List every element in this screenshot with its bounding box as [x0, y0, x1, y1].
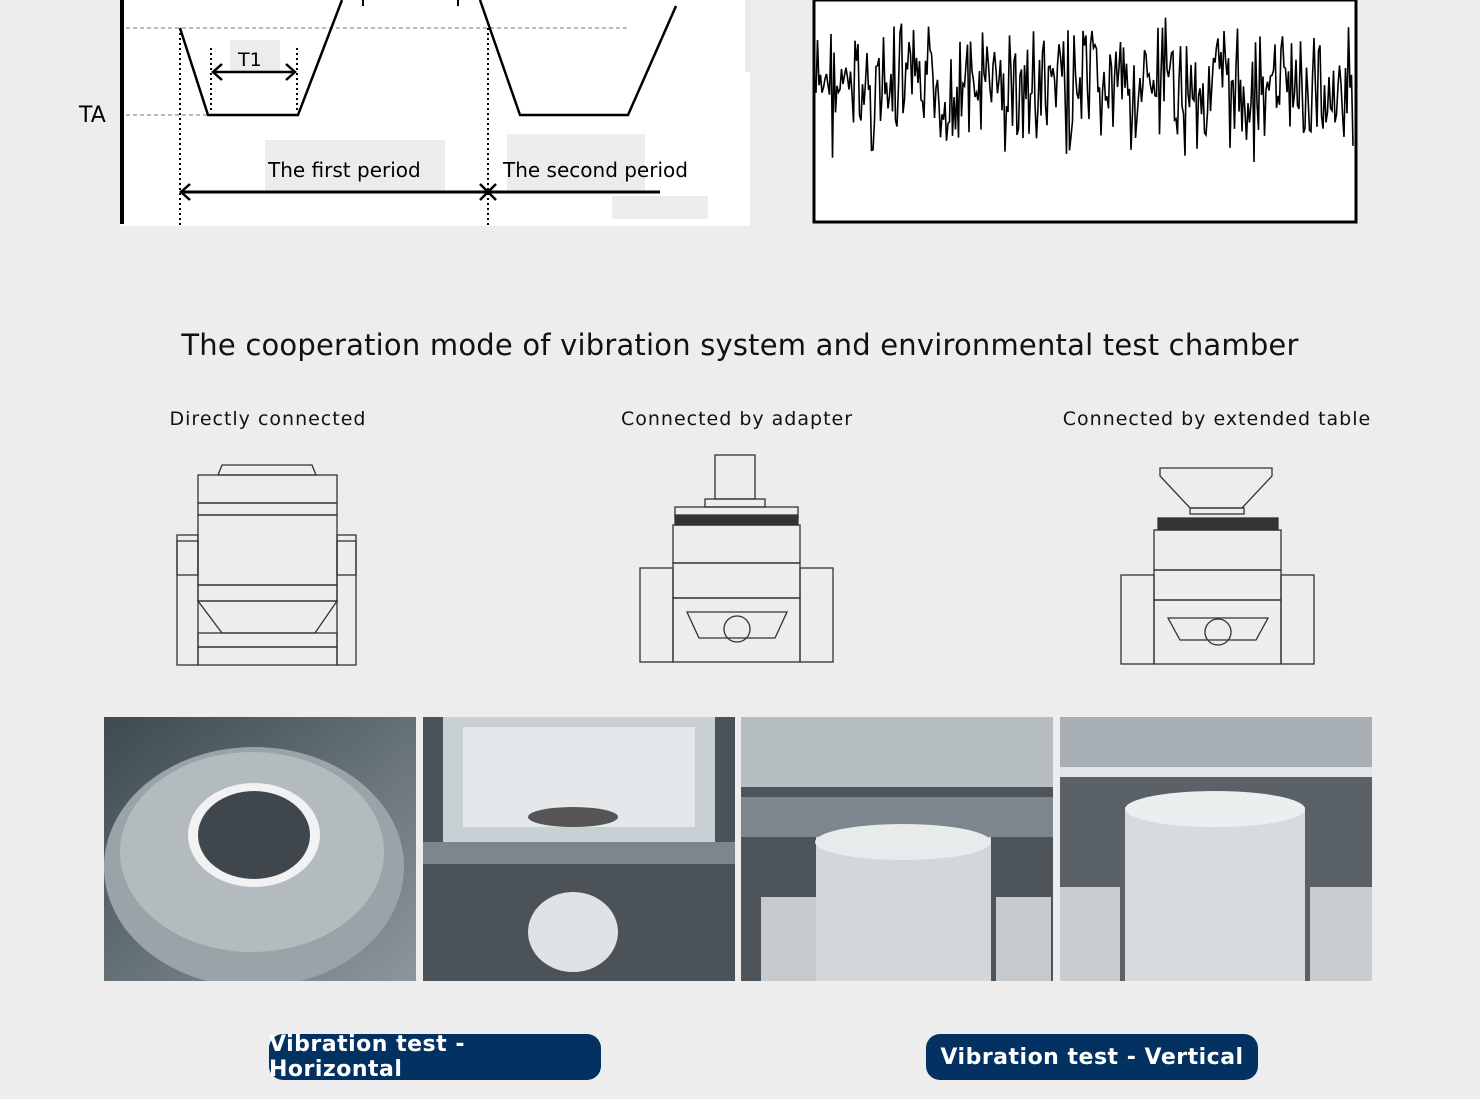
t1-label: T1 — [237, 49, 262, 71]
photo-horizontal-chamber — [423, 717, 735, 981]
axis-label-ta: TA — [78, 103, 106, 128]
first-period-label: The first period — [267, 158, 421, 182]
signal-path — [815, 17, 1354, 163]
random-vibration-signal-plot — [812, 0, 1358, 224]
shaker-adapter-drawing — [639, 454, 834, 663]
shaker-direct-drawing — [176, 464, 357, 666]
photo-vertical-adapter — [741, 717, 1053, 981]
mode-label-adapter: Connected by adapter — [620, 408, 854, 430]
mode-label-direct: Directly connected — [169, 408, 367, 430]
mode-label-extended-table: Connected by extended table — [1062, 408, 1372, 430]
second-period-label: The second period — [502, 158, 688, 182]
photo-horizontal-table — [104, 717, 416, 981]
vibration-test-vertical-button[interactable]: Vibration test - Vertical — [926, 1034, 1258, 1080]
photo-vertical-extended-table — [1060, 717, 1372, 981]
shaker-extended-table-drawing — [1120, 467, 1315, 665]
section-title: The cooperation mode of vibration system… — [181, 328, 1299, 362]
vibration-signal-trace — [815, 17, 1354, 163]
temperature-cycle-diagram: TA T1 The first period The second period — [78, 0, 750, 226]
vibration-test-horizontal-button[interactable]: Vibration test - Horizontal — [269, 1032, 601, 1082]
